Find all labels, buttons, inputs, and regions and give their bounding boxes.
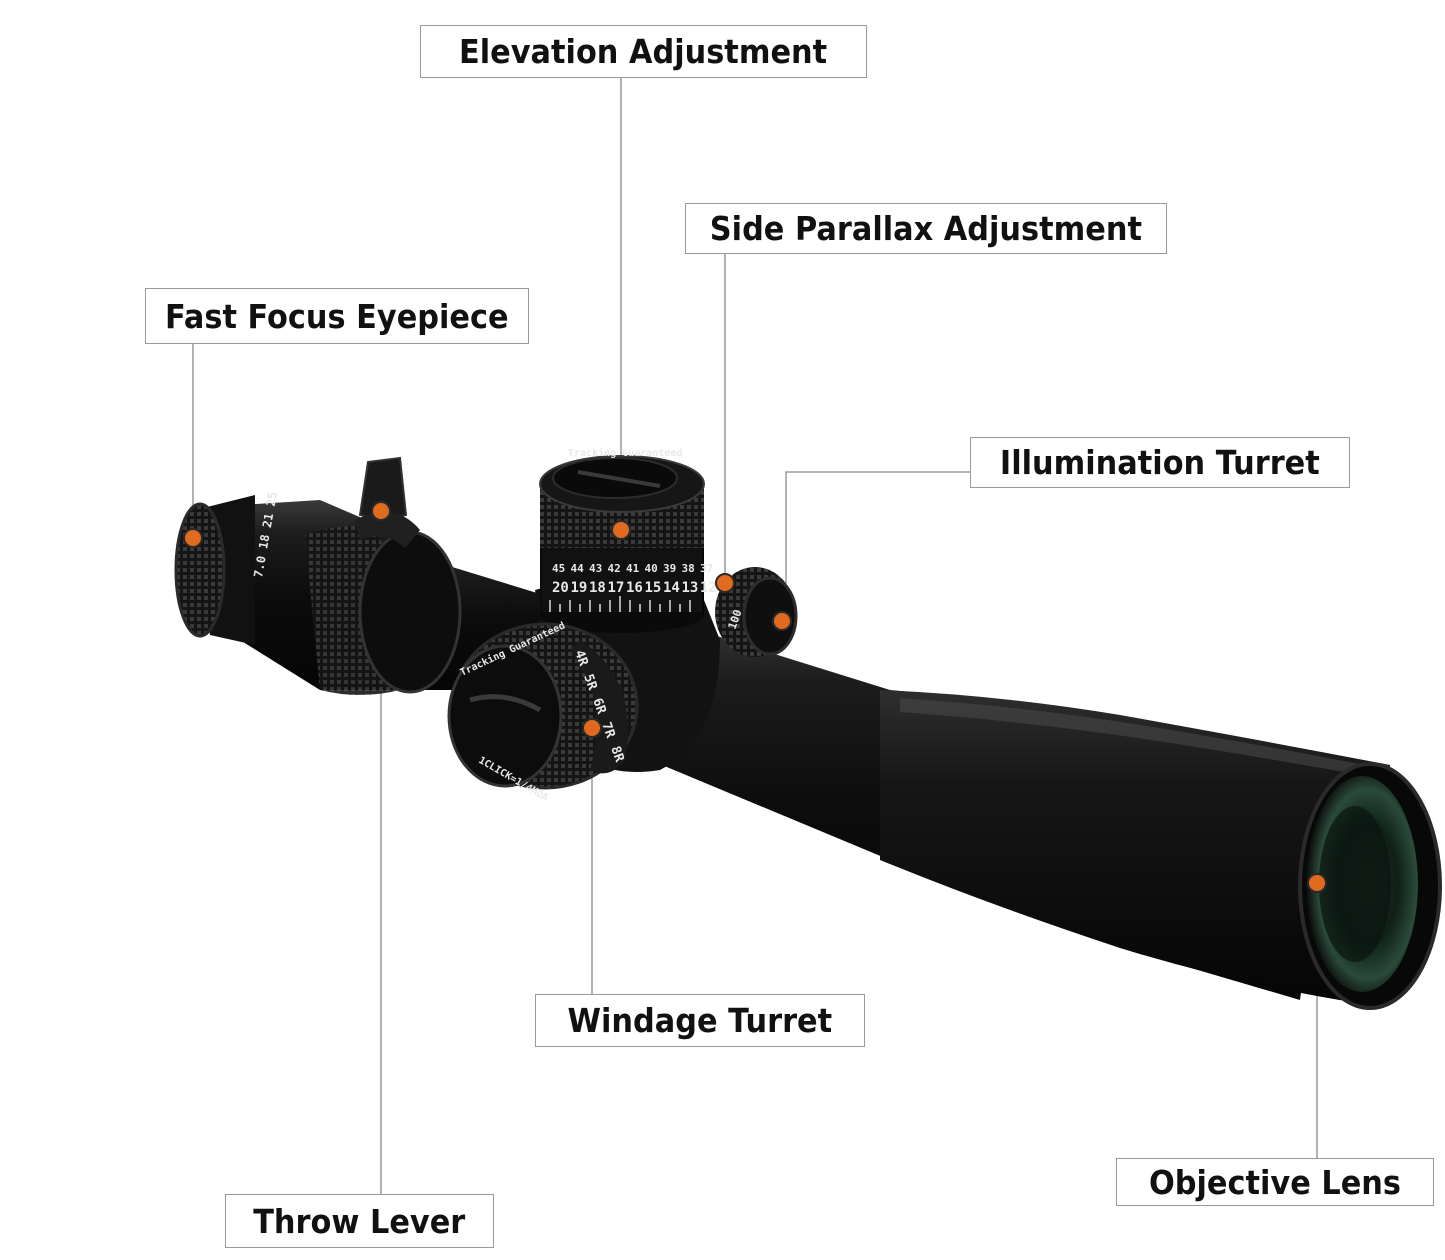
elevation-scale-number: 45 <box>552 562 565 575</box>
elevation-scale-number: 14 <box>663 580 680 596</box>
leader-illumination <box>785 471 970 620</box>
elevation-scale-band <box>542 548 702 612</box>
callout-throw-lever-label: Throw Lever <box>253 1201 466 1241</box>
windage-scale-mark: 5R <box>580 672 600 692</box>
callout-throw-lever: Throw Lever <box>225 1194 494 1248</box>
elevation-scale-number: 16 <box>626 580 643 596</box>
windage-cap <box>447 644 563 788</box>
marker-illumination <box>772 611 792 631</box>
callout-windage-label: Windage Turret <box>567 1001 833 1040</box>
callout-objective: Objective Lens <box>1116 1158 1434 1206</box>
windage-scale-mark: 8R <box>607 744 627 764</box>
scope-body: 7.0 18 21 25 100 Tracking Guaranteed <box>174 447 1442 1010</box>
elevation-scale-number: 19 <box>571 580 588 596</box>
marker-parallax <box>715 573 735 593</box>
windage-scale-mark: 7R <box>598 720 618 740</box>
elevation-scale-number: 39 <box>663 562 676 575</box>
elevation-scale-row1: 45 44 43 42 41 40 39 38 37 <box>552 562 713 575</box>
elevation-scale-number: 17 <box>608 580 625 596</box>
callout-parallax-label: Side Parallax Adjustment <box>709 209 1143 248</box>
callout-illumination-label: Illumination Turret <box>1000 443 1320 482</box>
elevation-scale-number: 38 <box>682 562 695 575</box>
marker-windage <box>582 718 602 738</box>
bell-highlight <box>900 698 1390 780</box>
elevation-scale-number: 42 <box>608 562 621 575</box>
elevation-scale-number: 20 <box>552 580 569 596</box>
elevation-scale-number: 12 <box>700 580 717 596</box>
elevation-scale-number: 37 <box>700 562 713 575</box>
elevation-scale-number: 13 <box>682 580 699 596</box>
elevation-scale-number: 43 <box>589 562 602 575</box>
elevation-scale-number: 15 <box>645 580 662 596</box>
callout-elevation-label: Elevation Adjustment <box>459 32 828 71</box>
callout-objective-label: Objective Lens <box>1148 1162 1402 1202</box>
callout-elevation: Elevation Adjustment <box>420 25 867 78</box>
callout-illumination: Illumination Turret <box>970 437 1350 488</box>
elevation-scale-number: 44 <box>571 562 585 575</box>
marker-elevation <box>611 520 631 540</box>
callout-eyepiece-label: Fast Focus Eyepiece <box>165 296 509 336</box>
windage-scale-mark: 6R <box>589 696 609 716</box>
throw-lever-base <box>355 512 420 548</box>
marker-eyepiece <box>183 528 203 548</box>
windage-scale-marks: 4R 5R 6R 7R 8R <box>571 648 627 764</box>
callout-parallax: Side Parallax Adjustment <box>685 203 1167 254</box>
windage-scale-mark: 4R <box>571 648 591 668</box>
callout-windage: Windage Turret <box>535 994 865 1047</box>
elevation-scale-number: 41 <box>626 562 640 575</box>
elevation-ticks <box>549 596 691 612</box>
marker-objective <box>1307 873 1327 893</box>
objective-inner <box>1319 806 1391 962</box>
illumination-knob <box>742 576 798 656</box>
parallax-mark: 100 <box>726 608 745 631</box>
elevation-scale-number: 40 <box>645 562 658 575</box>
elevation-scale-number: 18 <box>589 580 606 596</box>
windage-scale-band <box>570 640 628 774</box>
callout-eyepiece: Fast Focus Eyepiece <box>145 288 529 344</box>
elevation-cap-text: Tracking Guaranteed <box>568 447 682 459</box>
power-ring-end <box>360 532 460 692</box>
marker-dots <box>183 501 1327 893</box>
marker-throw-lever <box>371 501 391 521</box>
objective-bell <box>880 690 1390 1005</box>
